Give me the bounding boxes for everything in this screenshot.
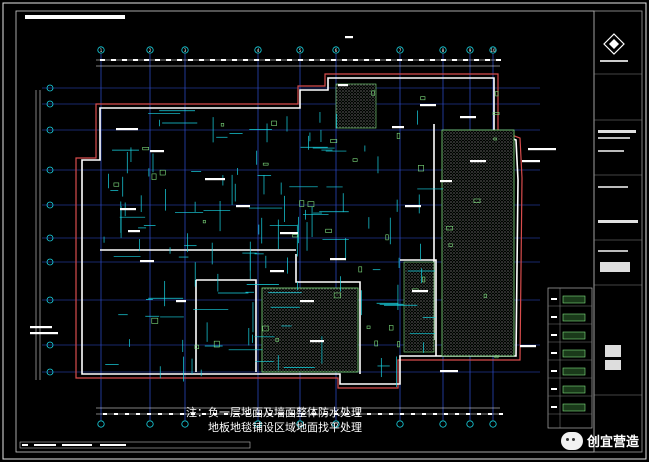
axis-bubble-left xyxy=(46,341,54,349)
axis-bubble-top xyxy=(146,46,154,54)
annotation-tag xyxy=(30,326,52,329)
axis-bubble-left xyxy=(46,100,54,108)
company-logo xyxy=(603,33,625,55)
annotation-tag xyxy=(520,345,536,348)
annotation-tag xyxy=(280,232,298,235)
axis-bubble-bottom xyxy=(489,420,497,428)
axis-label: 7 xyxy=(399,48,402,53)
axis-label: 2 xyxy=(149,48,152,53)
axis-bubble-top xyxy=(97,46,105,54)
annotation-tag xyxy=(270,270,284,273)
axis-label: 1 xyxy=(100,48,103,53)
watermark-text: 创宜营造 xyxy=(586,435,639,450)
axis-bubble-left xyxy=(46,126,54,134)
axis-bubble-top xyxy=(489,46,497,54)
legend-table xyxy=(547,287,593,429)
watermark: 创宜营造 xyxy=(560,431,639,450)
sheet-title-tab xyxy=(25,15,125,19)
legend-swatch xyxy=(562,349,586,358)
axis-bubble-left xyxy=(46,258,54,266)
note-line-2: 地板地毯铺设区域地面找平处理 xyxy=(208,421,362,434)
wechat-icon xyxy=(560,431,583,450)
axis-bubble-top xyxy=(296,46,304,54)
annotation-tag xyxy=(392,126,404,129)
axis-label: 9 xyxy=(469,48,472,53)
annotation-tag xyxy=(150,150,164,153)
axis-label: 6 xyxy=(335,48,338,53)
axis-bubble-left xyxy=(46,234,54,242)
axis-bubble-left xyxy=(46,201,54,209)
axis-bubble-left xyxy=(46,368,54,376)
annotation-tag xyxy=(460,116,476,119)
axis-label: 10 xyxy=(490,48,496,53)
legend-swatch xyxy=(562,295,586,304)
note-line-1: 注：负一层地面及墙面整体防水处理 xyxy=(186,406,362,419)
annotation-tags xyxy=(30,36,556,373)
title-block xyxy=(593,10,643,453)
annotation-tag xyxy=(412,290,428,293)
annotation-tag xyxy=(440,370,458,373)
axis-bubble-left xyxy=(46,84,54,92)
annotation-tag xyxy=(205,178,225,181)
annotation-tag xyxy=(330,258,346,261)
annotation-tag xyxy=(236,205,250,208)
axis-label: 8 xyxy=(442,48,445,53)
axis-bubble-bottom xyxy=(332,420,340,428)
axis-bubble-left xyxy=(46,166,54,174)
bottom-scale-bar xyxy=(19,441,251,449)
axis-bubble-top xyxy=(439,46,447,54)
legend-swatch xyxy=(562,313,586,322)
legend-swatch xyxy=(562,367,586,376)
annotation-tag xyxy=(116,128,138,131)
axis-bubble-bottom xyxy=(396,420,404,428)
annotation-tag xyxy=(420,104,436,107)
legend-swatch xyxy=(562,331,586,340)
annotation-tag xyxy=(30,332,58,335)
annotation-tag xyxy=(176,300,186,303)
axis-bubble-bottom xyxy=(254,420,262,428)
annotation-tag xyxy=(522,160,540,163)
axis-bubble-top xyxy=(254,46,262,54)
annotation-tag xyxy=(140,260,154,263)
annotation-tag xyxy=(128,230,140,233)
axis-bubble-bottom xyxy=(466,420,474,428)
axis-bubble-top xyxy=(181,46,189,54)
axis-bubble-bottom xyxy=(439,420,447,428)
annotation-tag xyxy=(470,160,486,163)
annotation-tag xyxy=(338,84,348,87)
axis-bubble-top xyxy=(332,46,340,54)
axis-bubble-top xyxy=(466,46,474,54)
axis-bubble-bottom xyxy=(146,420,154,428)
interior-fixtures xyxy=(103,90,500,388)
annotation-tag xyxy=(440,180,452,183)
axis-label: 3 xyxy=(184,48,187,53)
annotation-tag xyxy=(345,36,353,39)
axis-bubble-bottom xyxy=(181,420,189,428)
annotation-tag xyxy=(300,300,314,303)
axis-label: 5 xyxy=(299,48,302,53)
annotation-tag xyxy=(310,340,324,343)
hatched-floor-areas xyxy=(261,83,515,373)
annotation-tag xyxy=(528,148,556,151)
axis-bubble-top xyxy=(396,46,404,54)
axis-bubble-bottom xyxy=(296,420,304,428)
annotation-tag xyxy=(405,205,421,208)
annotation-tag xyxy=(120,208,136,211)
axis-label: 4 xyxy=(257,48,260,53)
legend-swatch xyxy=(562,403,586,412)
axis-bubble-left xyxy=(46,296,54,304)
axis-bubble-bottom xyxy=(97,420,105,428)
legend-swatch xyxy=(562,385,586,394)
